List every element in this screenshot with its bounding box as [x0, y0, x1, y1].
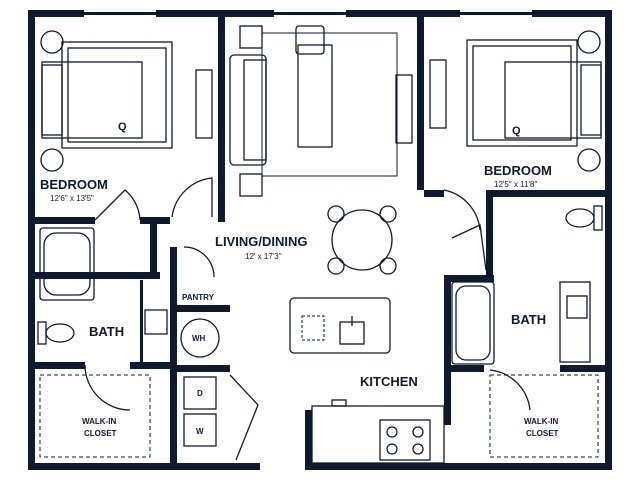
room-dimensions-bedroom-left: 12'6" x 13'5" — [50, 194, 94, 203]
side-table — [239, 173, 263, 197]
nightstand-lamp — [40, 30, 64, 54]
nightstand-lamp — [577, 30, 601, 54]
exterior-walls — [28, 10, 612, 470]
room-dimensions-living-dining: 12' x 17'3" — [245, 252, 282, 261]
room-label-closet-left: WALK-IN — [82, 417, 116, 426]
washer-label: W — [196, 427, 204, 436]
bathtub-basin — [43, 232, 91, 296]
sofa — [229, 54, 267, 166]
tv-console — [395, 74, 413, 144]
armchair — [295, 25, 325, 55]
closet-rod — [489, 374, 599, 458]
bathtub-basin — [455, 285, 491, 361]
coffee-table — [297, 44, 333, 148]
toilet — [37, 321, 75, 345]
bed-size-label: Q — [118, 121, 127, 133]
bed-left: Q — [41, 41, 173, 149]
nightstand-lamp — [40, 148, 64, 172]
room-label-closet-right: WALK-IN — [524, 417, 558, 426]
room-label-living-dining: LIVING/DINING — [215, 234, 307, 249]
bathtub — [39, 227, 95, 301]
doors — [84, 177, 531, 461]
nightstand-lamp — [577, 148, 601, 172]
kitchen-counter — [311, 399, 445, 464]
bed-size-label: Q — [512, 125, 521, 137]
dresser — [429, 59, 447, 129]
dresser — [195, 69, 213, 139]
room-label-pantry: PANTRY — [182, 293, 215, 302]
dryer-label: D — [197, 389, 203, 398]
sink — [566, 295, 588, 319]
bed-right: Q — [466, 39, 602, 147]
room-label-kitchen: KITCHEN — [360, 374, 418, 389]
room-label-closet-right: CLOSET — [526, 429, 559, 438]
room-label-bedroom-left: BEDROOM — [40, 177, 108, 192]
rug — [261, 32, 398, 177]
side-table — [239, 25, 263, 49]
dryer — [183, 376, 217, 410]
water-heater-label: WH — [192, 334, 206, 343]
closet-rod — [39, 374, 151, 458]
room-dimensions-bedroom-right: 12'5" x 11'8" — [494, 180, 537, 189]
room-label-bath-right: BATH — [511, 312, 546, 327]
dining-table — [327, 205, 397, 275]
kitchen-island — [289, 297, 391, 354]
vanity — [559, 281, 591, 363]
sink — [144, 309, 168, 335]
room-label-closet-left: CLOSET — [84, 429, 117, 438]
toilet — [565, 205, 603, 231]
bathtub — [451, 281, 495, 365]
water-heater — [180, 318, 220, 358]
room-label-bedroom-right: BEDROOM — [484, 163, 552, 178]
washer — [183, 413, 217, 447]
room-label-bath-left: BATH — [89, 324, 124, 339]
interior-walls — [35, 10, 612, 470]
